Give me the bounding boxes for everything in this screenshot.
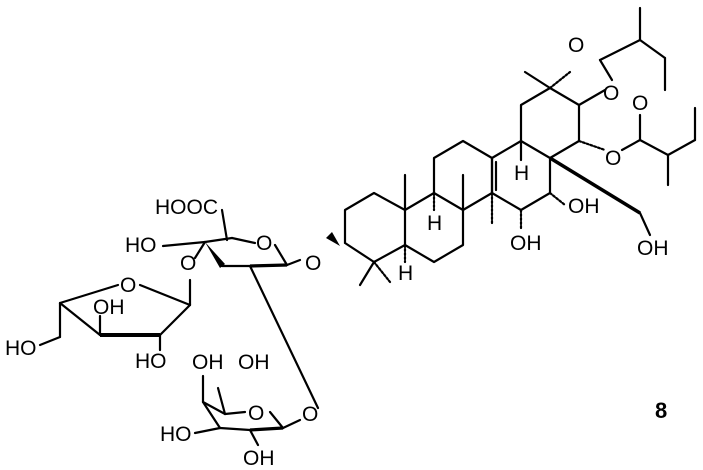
ester1-carbonyl-label: O: [568, 34, 584, 57]
oh-c16-label: OH: [568, 195, 600, 218]
ester1-oxygen-label: O: [603, 82, 619, 105]
h-c9-label: H: [427, 212, 442, 235]
galactose-oh-c6: OH: [238, 351, 270, 374]
ch2oh-label: OH: [637, 237, 669, 260]
ring-oxygen-label: O: [256, 232, 272, 255]
h-c18-label: H: [514, 162, 529, 185]
ester2-carbonyl-label: O: [632, 92, 648, 115]
anomeric-oxygen-label: O: [305, 252, 321, 275]
galactose-ring: OH OH O HO OH O: [160, 351, 318, 470]
furanose-oh-top: OH: [93, 296, 125, 319]
link-oxygen-label: O: [180, 252, 196, 275]
compound-number: 8: [655, 398, 667, 423]
furanose-oh-bottom: HO: [135, 350, 167, 373]
glucuronic-acid-ring: HOOC HO O O O: [125, 196, 321, 410]
oh-label: HO: [125, 234, 157, 257]
furanose-ring: O OH HO HO: [5, 274, 192, 373]
oh-c15-label: OH: [510, 232, 542, 255]
galactose-oh-c4: OH: [192, 351, 224, 374]
ester2-oxygen-label: O: [605, 147, 621, 170]
h-c5-label: H: [398, 262, 413, 285]
furanose-ch2oh: HO: [5, 337, 37, 360]
furanose-ring-oxygen: O: [120, 274, 136, 297]
galactose-link-oxygen: O: [302, 403, 318, 426]
aglycone-skeleton: H H OH OH H OH O O O: [326, 6, 697, 287]
galactose-oh-c2: OH: [243, 447, 275, 470]
galactose-oh-c3: HO: [160, 423, 192, 446]
galactose-ring-oxygen: O: [248, 402, 264, 425]
cooh-label: HOOC: [155, 196, 218, 219]
